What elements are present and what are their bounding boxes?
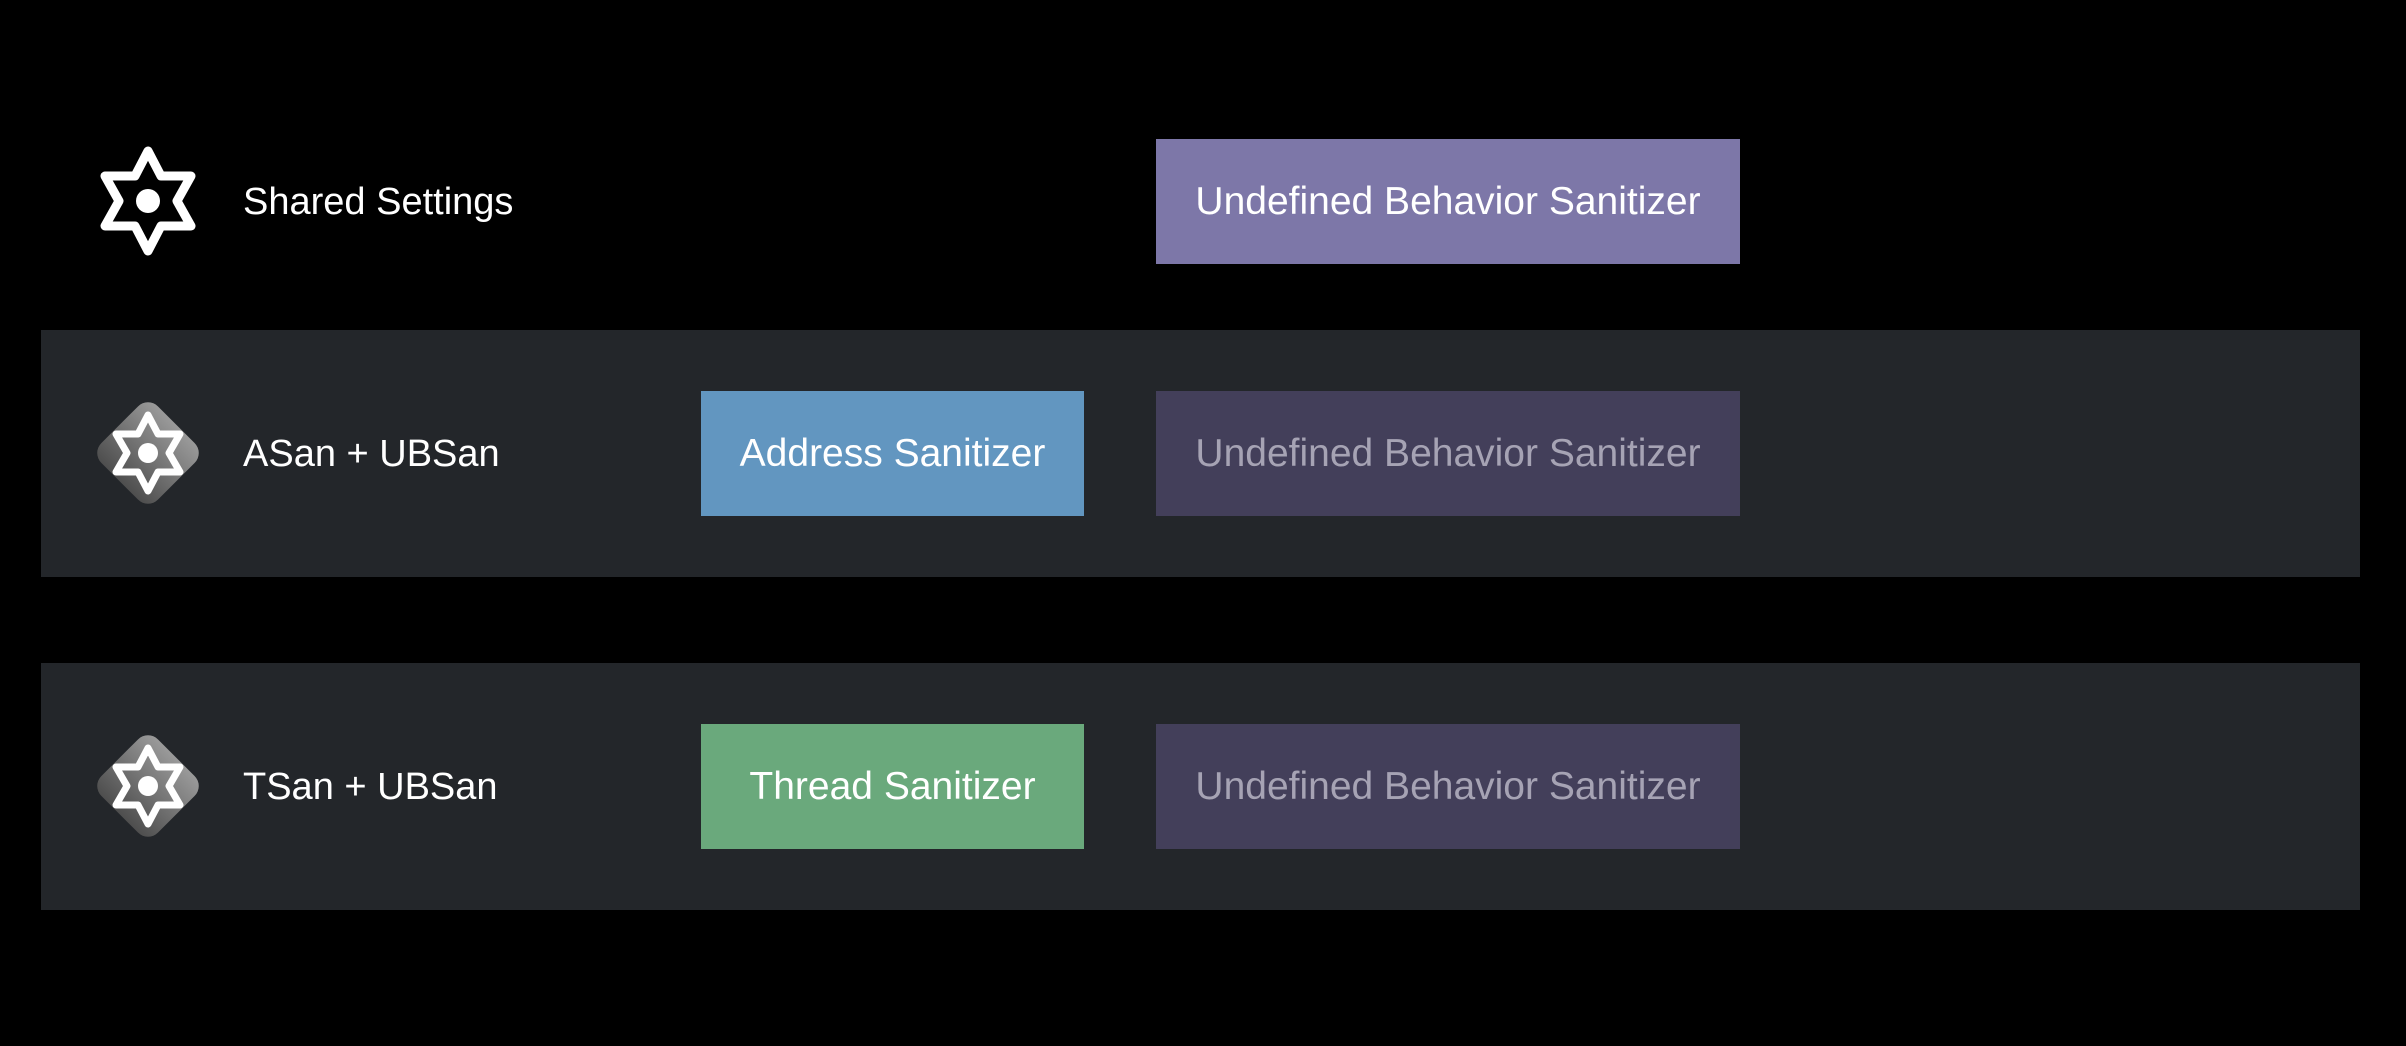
gear-diamond-icon bbox=[83, 388, 213, 518]
row-label-tsan-ubsan: TSan + UBSan bbox=[243, 766, 498, 808]
row-label-shared-settings: Shared Settings bbox=[243, 181, 514, 223]
asan-box: Address Sanitizer bbox=[701, 391, 1084, 516]
gear-outline-icon bbox=[83, 136, 213, 266]
ubsan-box-tsan: Undefined Behavior Sanitizer bbox=[1156, 724, 1740, 849]
ubsan-box-asan: Undefined Behavior Sanitizer bbox=[1156, 391, 1740, 516]
tsan-box: Thread Sanitizer bbox=[701, 724, 1084, 849]
ubsan-box-shared: Undefined Behavior Sanitizer bbox=[1156, 139, 1740, 264]
gear-diamond-icon bbox=[83, 721, 213, 851]
row-label-asan-ubsan: ASan + UBSan bbox=[243, 433, 500, 475]
